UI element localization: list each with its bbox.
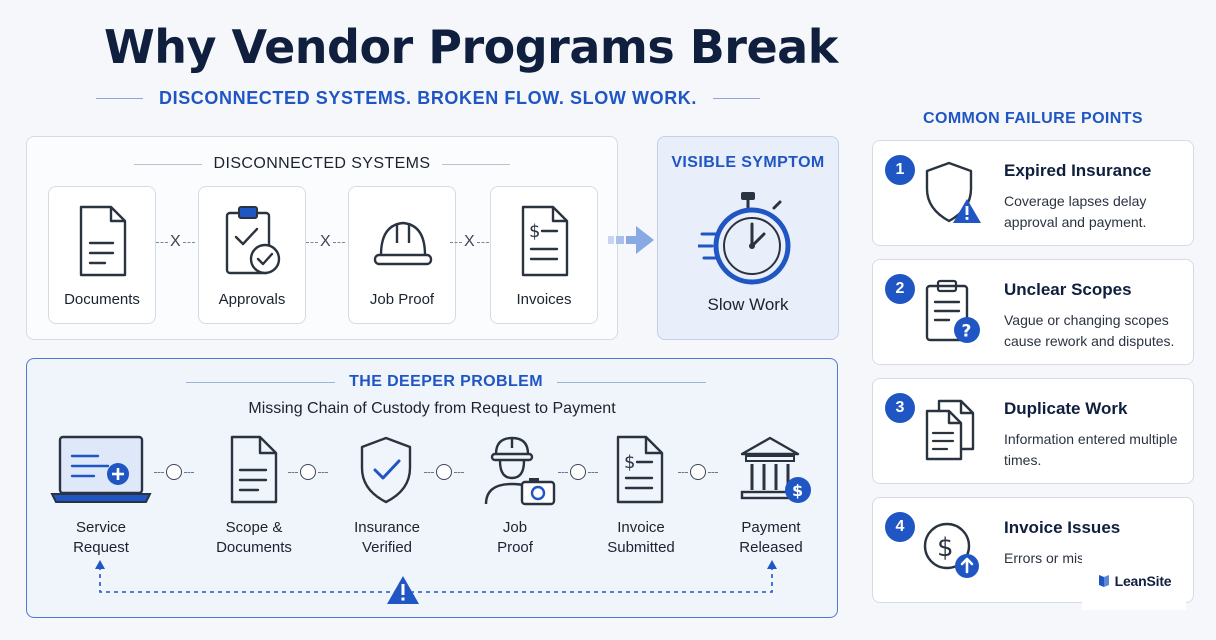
duplicate-documents-icon — [925, 399, 975, 461]
page-subtitle: DISCONNECTED SYSTEMS. BROKEN FLOW. SLOW … — [159, 87, 698, 108]
failure-title: Expired Insurance — [1004, 161, 1152, 180]
invoice-icon: $ — [616, 435, 664, 504]
failure-title: Unclear Scopes — [1004, 280, 1132, 299]
number-badge: 1 — [885, 155, 915, 185]
section-heading: THE DEEPER PROBLEM — [349, 373, 543, 390]
divider — [134, 163, 202, 165]
step-label: Invoice Submitted — [581, 518, 701, 558]
flow-arrow-icon — [608, 226, 654, 254]
deeper-problem-heading: THE DEEPER PROBLEM — [186, 372, 707, 392]
shield-warning-icon — [925, 161, 981, 223]
visible-symptom-panel — [657, 136, 839, 340]
laptop-add-icon — [50, 435, 152, 503]
deeper-problem-panel — [26, 358, 838, 618]
failure-title: Invoice Issues — [1004, 518, 1121, 537]
divider — [713, 97, 761, 99]
system-card-documents: Documents — [48, 186, 156, 324]
svg-text:$: $ — [529, 221, 540, 242]
broken-link-x: X — [170, 233, 181, 250]
return-loop-arrow — [95, 560, 777, 604]
leansite-logo: LeanSite — [1082, 552, 1186, 610]
step-label-line: Documents — [216, 539, 292, 556]
number-badge: 4 — [885, 512, 915, 542]
leansite-logo-icon — [1098, 575, 1109, 587]
broken-connector: X — [450, 232, 489, 252]
divider — [556, 381, 707, 383]
failure-title: Duplicate Work — [1004, 399, 1128, 418]
step-label-line: Invoice — [617, 519, 665, 536]
failure-card-duplicate-work: 3 Duplicate Work Information entered mul… — [872, 378, 1194, 484]
failure-description: Coverage lapses delay approval and payme… — [1004, 193, 1147, 230]
chain-link — [424, 462, 464, 482]
svg-text:$: $ — [937, 533, 954, 563]
clipboard-check-icon — [225, 206, 281, 275]
step-label-line: Proof — [497, 539, 533, 556]
chain-link — [558, 462, 598, 482]
clipboard-question-icon: ? — [925, 279, 980, 343]
chain-link — [154, 462, 194, 482]
divider — [96, 97, 143, 99]
system-label: Documents — [64, 291, 140, 308]
system-card-approvals: Approvals — [198, 186, 306, 324]
step-label-line: Released — [739, 539, 803, 556]
symptom-label: Slow Work — [707, 295, 789, 314]
failure-card-expired-insurance: 1 Expired Insurance Coverage lapses dela… — [872, 140, 1194, 246]
section-heading: DISCONNECTED SYSTEMS — [213, 155, 431, 172]
broken-connector: X — [306, 232, 345, 252]
step-label-line: Verified — [361, 539, 413, 556]
step-label-line: Scope & — [225, 519, 283, 536]
step-label: Scope & Documents — [194, 518, 314, 558]
system-card-job-proof: Job Proof — [348, 186, 456, 324]
document-icon — [230, 435, 278, 504]
divider — [186, 381, 336, 383]
step-label-line: Service — [75, 519, 127, 536]
step-label: Insurance Verified — [327, 518, 447, 558]
broken-link-x: X — [464, 233, 475, 250]
page-title: Why Vendor Programs Break — [104, 20, 838, 74]
worker-camera-icon — [484, 436, 556, 506]
step-label: Service Request — [41, 518, 161, 558]
broken-connector: X — [156, 232, 195, 252]
svg-text:?: ? — [962, 322, 972, 342]
logo-text: LeanSite — [1114, 573, 1172, 589]
chain-link — [678, 462, 718, 482]
system-label: Invoices — [516, 291, 572, 308]
step-label-line: Request — [73, 539, 129, 556]
stopwatch-icon — [698, 192, 791, 285]
svg-text:$: $ — [792, 481, 803, 500]
step-label-line: Submitted — [607, 539, 675, 556]
step-label: Payment Released — [711, 518, 831, 558]
failure-points-heading: COMMON FAILURE POINTS — [923, 110, 1143, 127]
step-label-line: Job — [502, 519, 528, 536]
system-card-invoices: $ Invoices — [490, 186, 598, 324]
chain-link — [288, 462, 328, 482]
hard-hat-icon — [373, 221, 433, 266]
bank-dollar-icon: $ — [740, 436, 811, 503]
failure-description: Information entered multiple times. — [1004, 431, 1178, 468]
shield-check-icon — [360, 436, 412, 504]
deeper-problem-subheading: Missing Chain of Custody from Request to… — [248, 400, 616, 417]
dollar-upload-icon: $ — [923, 522, 979, 578]
disconnected-systems-heading: DISCONNECTED SYSTEMS — [134, 154, 511, 174]
failure-description: Vague or changing scopes cause rework an… — [1004, 312, 1175, 349]
document-icon — [79, 205, 127, 277]
system-label: Job Proof — [369, 291, 435, 308]
symptom-heading: VISIBLE SYMPTOM — [671, 154, 825, 171]
number-badge: 3 — [885, 393, 915, 423]
svg-text:$: $ — [624, 452, 635, 473]
broken-link-x: X — [320, 233, 331, 250]
warning-icon — [387, 576, 419, 604]
system-label: Approvals — [218, 291, 286, 308]
number-badge: 2 — [885, 274, 915, 304]
step-label-line: Payment — [741, 519, 801, 536]
step-label-line: Insurance — [354, 519, 420, 536]
step-label: Job Proof — [455, 518, 575, 558]
invoice-icon: $ — [521, 205, 569, 277]
failure-card-unclear-scopes: 2 ? Unclear Scopes Vague or changing sco… — [872, 259, 1194, 365]
subtitle-row: DISCONNECTED SYSTEMS. BROKEN FLOW. SLOW … — [96, 86, 761, 110]
divider — [442, 163, 511, 165]
